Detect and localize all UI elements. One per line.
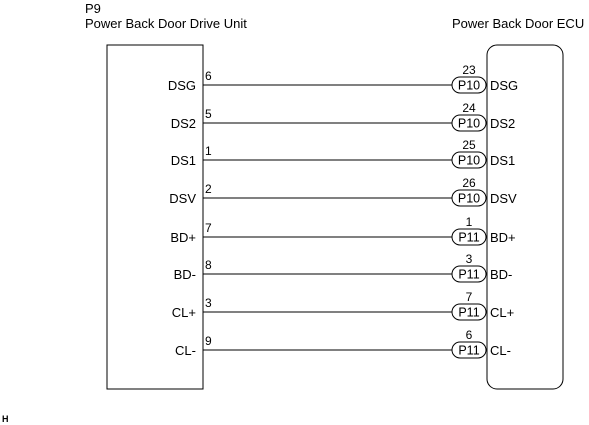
right-pin-number: 6 <box>466 328 473 342</box>
left-pin-number: 6 <box>205 69 212 83</box>
left-terminal-label: DS2 <box>171 116 196 131</box>
right-terminal-label: BD- <box>490 267 512 282</box>
right-pin-number: 25 <box>462 138 476 152</box>
left-terminal-label: CL- <box>175 343 196 358</box>
left-connector-code: P9 <box>85 1 101 16</box>
right-pin-number: 3 <box>466 252 473 266</box>
left-terminal-label: DSV <box>169 191 196 206</box>
corner-mark: H <box>2 414 9 424</box>
left-pin-number: 9 <box>205 334 212 348</box>
left-terminal-label: DS1 <box>171 153 196 168</box>
left-terminal-label: BD- <box>174 267 196 282</box>
right-terminal-label: BD+ <box>490 230 516 245</box>
right-pin-number: 26 <box>462 176 476 190</box>
connector-oval <box>451 265 487 283</box>
connector-oval <box>451 114 487 132</box>
connector-code: P11 <box>458 306 479 320</box>
left-terminal-label: BD+ <box>170 230 196 245</box>
connector-code: P11 <box>458 268 479 282</box>
connector-code: P10 <box>458 117 480 131</box>
connector-oval <box>451 151 487 169</box>
right-pin-number: 1 <box>466 215 473 229</box>
left-unit-title: Power Back Door Drive Unit <box>85 16 247 31</box>
right-terminal-label: CL- <box>490 343 511 358</box>
right-pin-number: 7 <box>466 290 473 304</box>
connector-oval <box>451 76 487 94</box>
left-pin-number: 7 <box>205 221 212 235</box>
connector-oval <box>451 303 487 321</box>
right-pin-number: 23 <box>462 63 476 77</box>
drive-unit-box <box>106 44 204 390</box>
connector-code: P11 <box>458 344 479 358</box>
connector-code: P10 <box>458 192 480 206</box>
connector-oval <box>451 189 487 207</box>
right-pin-number: 24 <box>462 101 476 115</box>
connector-code: P11 <box>458 231 479 245</box>
right-terminal-label: DS2 <box>490 116 515 131</box>
right-unit-title: Power Back Door ECU <box>452 16 584 31</box>
connector-oval <box>451 341 487 359</box>
connector-oval <box>451 228 487 246</box>
left-pin-number: 2 <box>205 182 212 196</box>
right-terminal-label: DSV <box>490 191 517 206</box>
left-pin-number: 1 <box>205 144 212 158</box>
right-terminal-label: DS1 <box>490 153 515 168</box>
left-terminal-label: CL+ <box>172 305 196 320</box>
right-terminal-label: DSG <box>490 78 518 93</box>
right-terminal-label: CL+ <box>490 305 514 320</box>
connector-code: P10 <box>458 154 480 168</box>
left-terminal-label: DSG <box>168 78 196 93</box>
left-pin-number: 3 <box>205 296 212 310</box>
left-pin-number: 5 <box>205 107 212 121</box>
ecu-box <box>486 44 564 390</box>
left-pin-number: 8 <box>205 258 212 272</box>
connector-code: P10 <box>458 79 480 93</box>
